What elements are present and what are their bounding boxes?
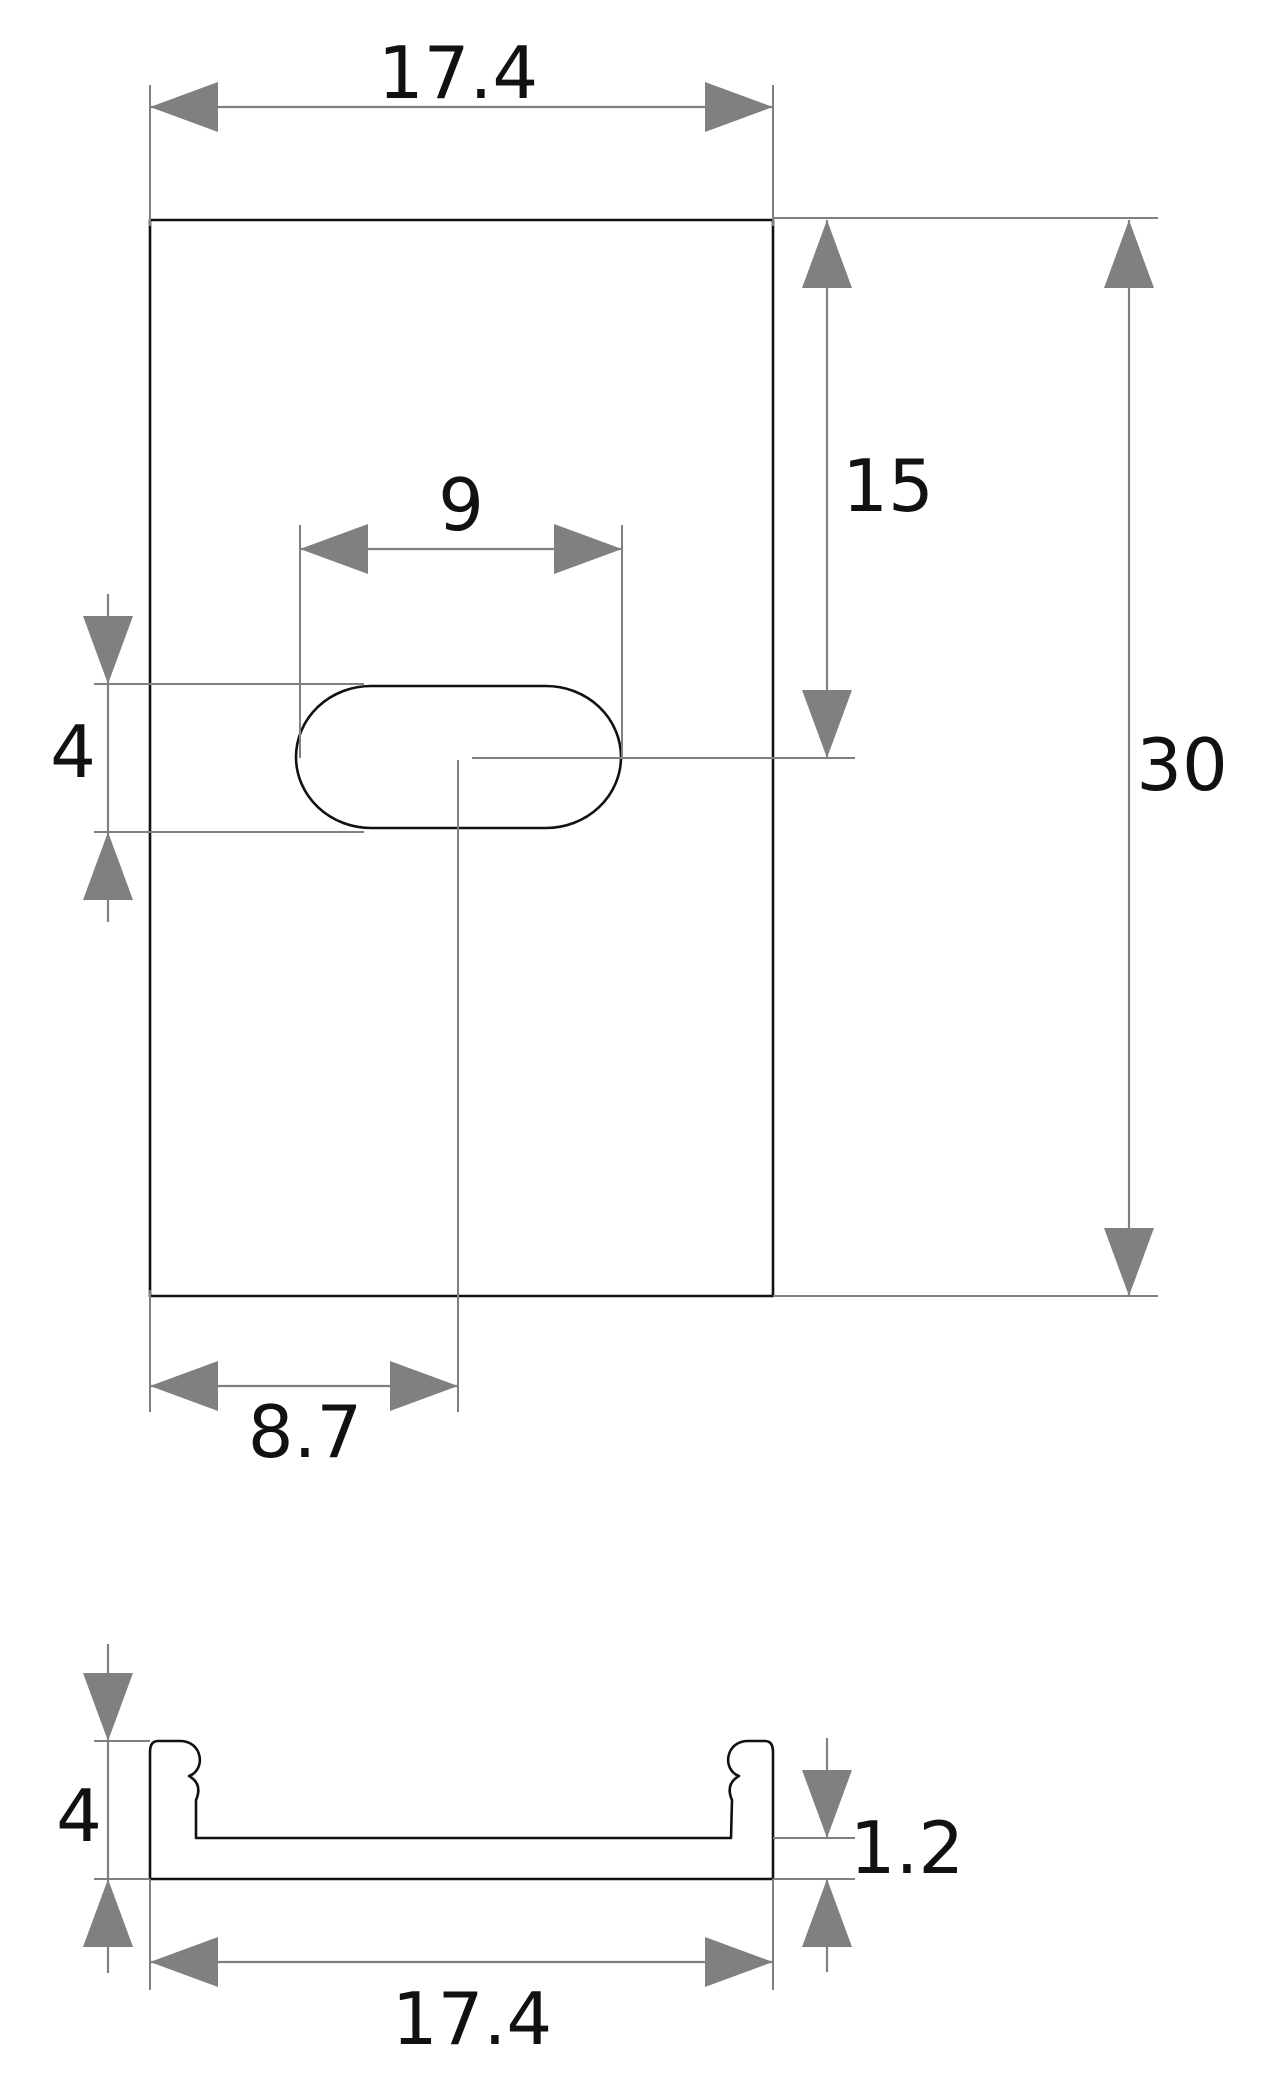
dimension-label-top-width: 17.4 (378, 31, 538, 115)
dimension-top-width: 17.4 (150, 31, 773, 132)
dimension-label-profile-base-thickness: 1.2 (850, 1806, 965, 1890)
dimension-total-height: 30 (1104, 220, 1228, 1296)
dimension-slot-length: 9 (300, 463, 622, 574)
dimension-label-profile-width: 17.4 (392, 1977, 552, 2061)
dimension-label-slot-height: 4 (50, 710, 96, 794)
dimension-label-slot-center-vertical: 15 (842, 444, 934, 528)
extension-lines-top-view (94, 85, 1158, 1412)
dimension-profile-width: 17.4 (150, 1937, 773, 2061)
slot-outline (294, 684, 623, 830)
profile-outline (148, 1739, 775, 1881)
dimension-profile-height: 4 (56, 1644, 133, 1973)
dimension-label-slot-center-horizontal: 8.7 (248, 1390, 363, 1474)
dimension-slot-center-horizontal: 8.7 (150, 1361, 458, 1474)
dimension-slot-center-vertical: 15 (802, 220, 934, 758)
dimension-slot-height: 4 (50, 594, 133, 922)
profile-section-view (148, 1739, 775, 1881)
dimension-label-slot-length: 9 (438, 463, 484, 547)
dimension-profile-base-thickness: 1.2 (802, 1738, 964, 1972)
dimension-label-total-height: 30 (1136, 723, 1228, 807)
extension-lines-profile-view (94, 1740, 855, 1990)
dimension-label-profile-height: 4 (56, 1774, 102, 1858)
